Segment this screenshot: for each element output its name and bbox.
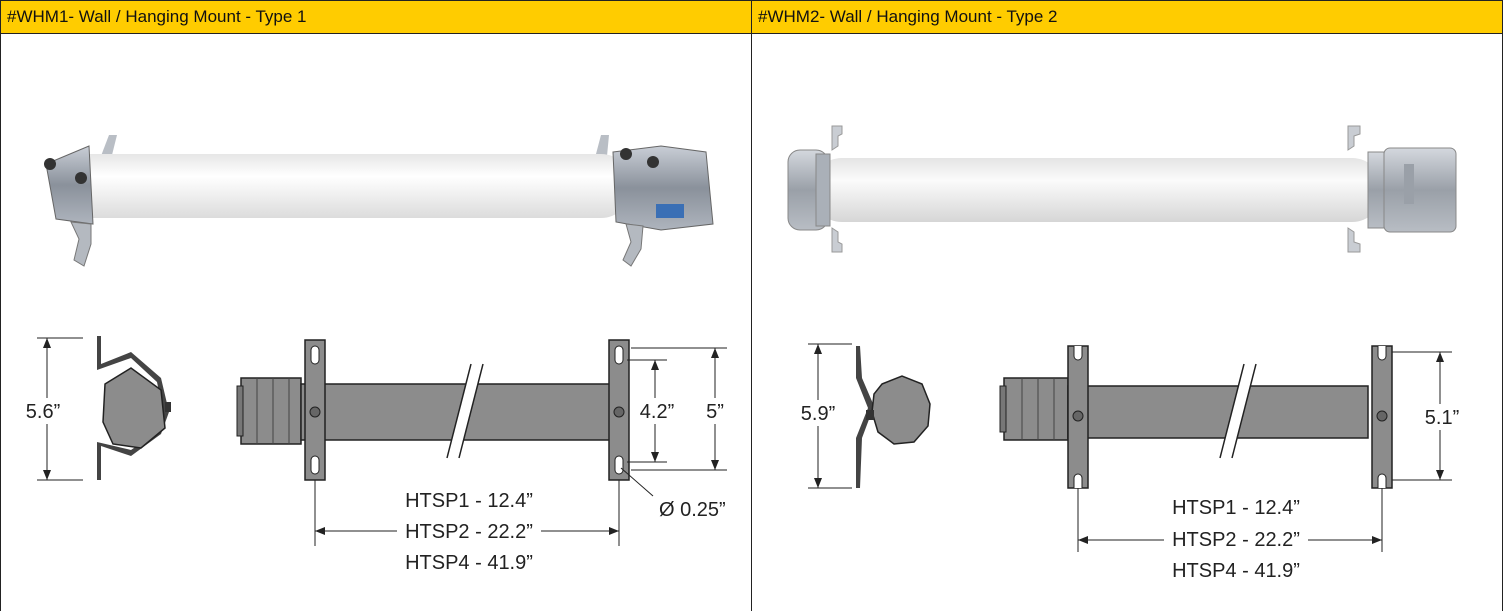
panel-title-whm1: #WHM1- Wall / Hanging Mount - Type 1	[1, 0, 751, 34]
side-height-label-type2: 5.9”	[801, 403, 835, 425]
hole-diameter-label: Ø 0.25”	[659, 499, 726, 521]
length-htsp2-type2: HTSP2 - 22.2”	[1172, 529, 1300, 551]
side-view-type1: 5.6”	[23, 336, 171, 481]
bracket-height-label: 5”	[706, 401, 724, 423]
panel-title-whm2: #WHM2- Wall / Hanging Mount - Type 2	[752, 0, 1502, 34]
fixture-photo-type2	[787, 125, 1457, 253]
bracket-height-label-type2: 5.1”	[1425, 407, 1459, 429]
length-htsp1-type2: HTSP1 - 12.4”	[1172, 497, 1300, 519]
length-htsp2: HTSP2 - 22.2”	[405, 521, 533, 543]
side-height-label: 5.6”	[26, 401, 60, 423]
length-htsp4-type2: HTSP4 - 41.9”	[1172, 560, 1300, 582]
length-htsp4: HTSP4 - 41.9”	[405, 552, 533, 574]
side-view-type2: 5.9”	[800, 343, 931, 489]
length-htsp1: HTSP1 - 12.4”	[405, 490, 533, 512]
panel-whm1: #WHM1- Wall / Hanging Mount - Type 1	[0, 0, 751, 611]
panel-whm2: #WHM2- Wall / Hanging Mount - Type 2	[751, 0, 1503, 611]
hole-spacing-label: 4.2”	[640, 401, 674, 423]
front-view-type2: 5.1” HTSP1 - 12.4” HTSP2 - 22.2” HTSP4 -…	[999, 345, 1462, 582]
whm2-illustration: 5.9”	[787, 125, 1462, 582]
fixture-photo-type1	[44, 135, 714, 267]
whm1-illustration: 5.6”	[23, 135, 729, 574]
front-view-type1: 4.2” 5” Ø 0.25” HTSP1 - 12.4” HTSP2 - 22…	[236, 339, 729, 574]
